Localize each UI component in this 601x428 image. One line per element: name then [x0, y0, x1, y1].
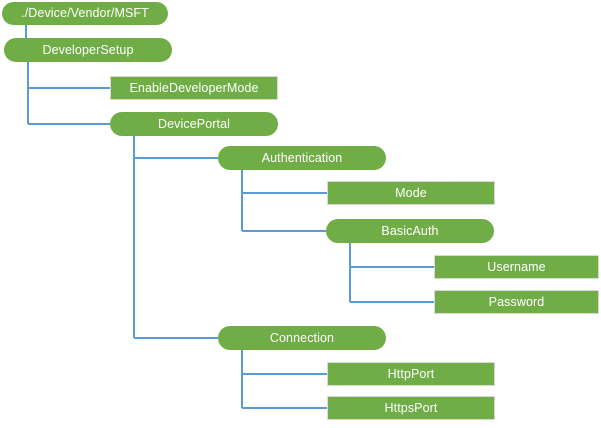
tree-node-enabledevelopermode[interactable]: EnableDeveloperMode	[110, 76, 278, 100]
tree-node-httpsport[interactable]: HttpsPort	[327, 396, 495, 420]
tree-node-httpport[interactable]: HttpPort	[327, 362, 495, 386]
tree-node-deviceportal[interactable]: DevicePortal	[110, 112, 278, 136]
tree-node-developersetup[interactable]: DeveloperSetup	[4, 38, 172, 62]
tree-node-label: Password	[488, 294, 545, 309]
tree-node-label: Username	[487, 259, 546, 274]
tree-node-label: DevicePortal	[157, 116, 231, 131]
tree-node-label: ./Device/Vendor/MSFT	[21, 6, 149, 21]
tree-node-root[interactable]: ./Device/Vendor/MSFT	[2, 2, 168, 25]
tree-node-username[interactable]: Username	[434, 255, 599, 279]
tree-node-label: BasicAuth	[381, 223, 439, 238]
tree-node-label: HttpPort	[387, 366, 435, 381]
tree-node-label: HttpsPort	[384, 400, 438, 415]
tree-node-basicauth[interactable]: BasicAuth	[326, 219, 494, 243]
tree-node-mode[interactable]: Mode	[327, 181, 495, 205]
tree-node-label: DeveloperSetup	[42, 42, 134, 57]
tree-node-label: Connection	[269, 330, 335, 345]
tree-node-password[interactable]: Password	[434, 290, 599, 314]
tree-node-authentication[interactable]: Authentication	[218, 146, 386, 170]
tree-node-label: Authentication	[261, 150, 343, 165]
tree-node-label: Mode	[395, 185, 427, 200]
tree-node-connection[interactable]: Connection	[218, 326, 386, 350]
tree-node-label: EnableDeveloperMode	[129, 80, 259, 95]
